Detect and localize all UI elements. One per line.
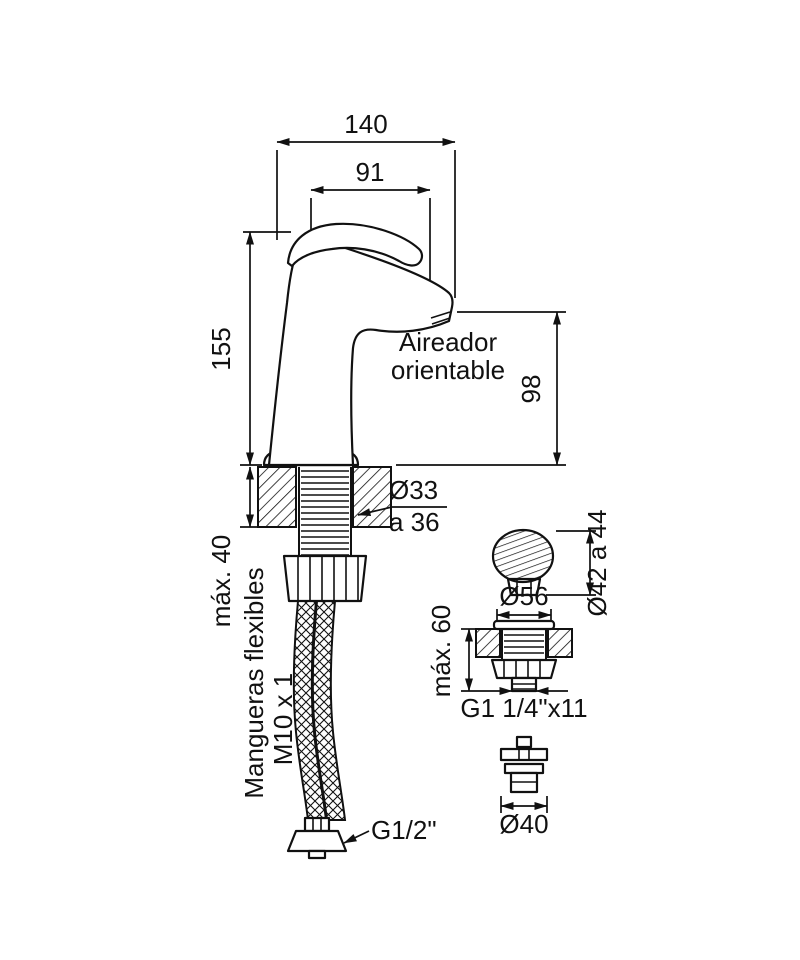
plug-diameter-label: Ø40 <box>499 809 548 839</box>
leader-line <box>357 506 447 517</box>
threaded-shank-sides <box>298 467 352 556</box>
hoses-label-line2: M10 x 1 <box>268 673 298 766</box>
drain-stem-threads <box>512 683 536 690</box>
aerator-annotation: Aireador orientable <box>391 327 505 385</box>
hole-diameter-callout: Ø33 a 36 <box>357 475 447 537</box>
nut-ridges <box>297 557 359 600</box>
drain-knob <box>491 528 555 597</box>
dim-140-label: 140 <box>344 109 387 139</box>
drain-thread-lines <box>504 634 544 654</box>
countertop-hatch-left <box>257 466 297 528</box>
flange-diameter-label: Ø56 <box>499 581 548 611</box>
mounting-nut <box>282 554 368 603</box>
countertop-hatch-right <box>547 628 573 658</box>
dim-flange-diameter: Ø56 <box>496 581 552 621</box>
fitting-nut-ridges <box>312 818 322 831</box>
dim-max40: máx. 40 <box>206 466 258 628</box>
countertop-hatch-left <box>475 628 501 658</box>
aerator-mark <box>430 311 451 325</box>
plug-washer <box>499 747 549 762</box>
dim-knob-diameter: Ø42 a 44 <box>546 510 612 617</box>
dim-98-label: 98 <box>516 375 546 404</box>
hoses-label-line1: Mangueras flexibles <box>239 567 269 798</box>
popup-plug-parts <box>499 735 549 794</box>
dim-98: 98 <box>396 311 566 466</box>
faucet-body <box>262 222 454 467</box>
hose-right <box>311 600 347 821</box>
flexible-hoses: Mangueras flexibles M10 x 1 <box>239 567 347 821</box>
dim-max40-label: máx. 40 <box>206 535 236 628</box>
plug-pin <box>515 735 533 749</box>
faucet-body-outline <box>267 243 454 467</box>
hole-diameter-label2: a 36 <box>389 507 440 537</box>
plug-washer-lines <box>518 749 530 760</box>
drain-thread-sides <box>501 629 547 660</box>
drain-nut <box>490 658 558 680</box>
dim-140: 140 <box>276 109 456 298</box>
knurled-knob <box>491 528 555 584</box>
aerator-label-line1: Aireador <box>399 327 498 357</box>
hole-diameter-label1: Ø33 <box>389 475 438 505</box>
faucet-lever-handle <box>286 222 424 268</box>
leader-line <box>343 830 370 844</box>
hose-thread-label: G1/2" <box>371 815 437 845</box>
dim-155-label: 155 <box>206 327 236 370</box>
countertop-section-faucet <box>257 466 392 556</box>
drain-flange <box>492 619 556 631</box>
fitting-nut <box>303 816 331 833</box>
dim-91: 91 <box>310 157 431 296</box>
hose-end-fitting: G1/2" <box>286 815 437 860</box>
drain-nut-ridges <box>503 661 541 677</box>
aerator-label-line2: orientable <box>391 355 505 385</box>
plug-cap <box>503 762 545 775</box>
nut-outline <box>282 554 368 603</box>
countertop-hatch-right <box>352 466 392 528</box>
dim-max60: máx. 60 <box>426 605 568 698</box>
drain-thread-label: G1 1/4"x11 <box>460 693 587 723</box>
dim-91-label: 91 <box>356 157 385 187</box>
fitting-tip <box>307 849 327 860</box>
dim-plug-diameter: Ø40 <box>499 796 549 839</box>
knob-diameter-label: Ø42 a 44 <box>582 510 612 617</box>
shank-thread-lines <box>301 470 349 556</box>
fitting-cone <box>286 829 348 853</box>
dim-max60-label: máx. 60 <box>426 605 456 698</box>
dim-155: 155 <box>206 231 291 466</box>
drain-body <box>475 619 573 693</box>
